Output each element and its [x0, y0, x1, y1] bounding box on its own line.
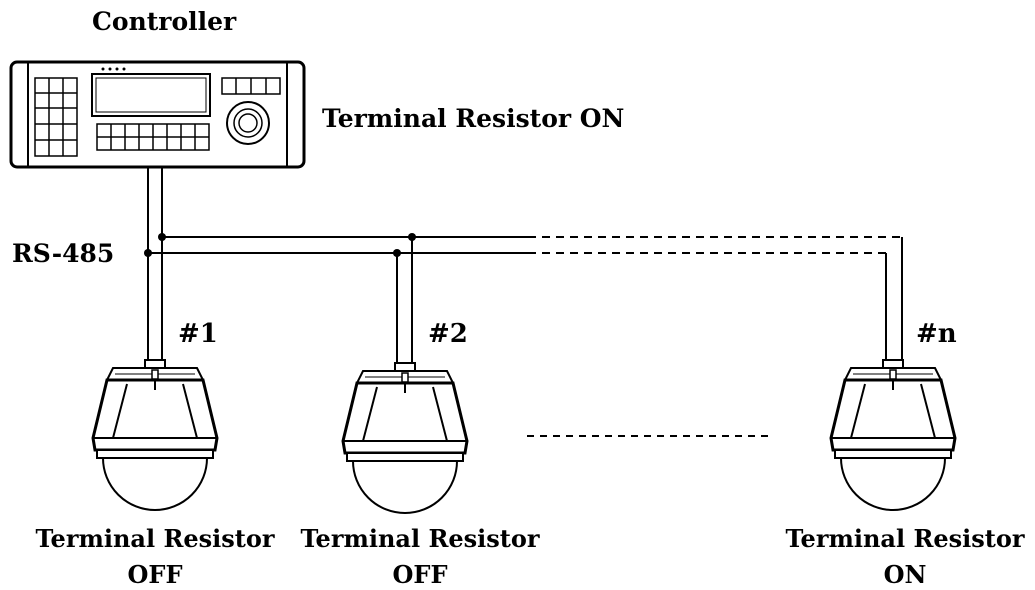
- dome-camera-icon: [91, 358, 219, 512]
- joystick-icon: [226, 101, 270, 145]
- bus-junction-dots: [144, 233, 416, 257]
- dome-camera-icon: [341, 361, 469, 515]
- camera-n-id: #n: [916, 319, 957, 349]
- rs485-bus-wiring: [147, 167, 903, 365]
- camera-2-id: #2: [428, 319, 468, 349]
- camera-2: #2 Terminal Resistor OFF: [300, 319, 539, 589]
- controller-keypad: [34, 77, 78, 157]
- camera-1: #1 Terminal Resistor OFF: [35, 319, 274, 589]
- camera-1-resistor-line2: OFF: [128, 560, 183, 589]
- camera-1-resistor-line1: Terminal Resistor: [35, 524, 274, 553]
- dome-camera-icon: [829, 358, 957, 512]
- controller-title: Controller: [92, 7, 237, 36]
- camera-n: #n Terminal Resistor ON: [785, 319, 1024, 589]
- camera-2-resistor-line1: Terminal Resistor: [300, 524, 539, 553]
- camera-n-resistor-line1: Terminal Resistor: [785, 524, 1024, 553]
- camera-n-resistor-line2: ON: [884, 560, 927, 589]
- controller-display: [91, 73, 211, 117]
- controller-button-row: [96, 123, 210, 151]
- camera-2-resistor-line2: OFF: [393, 560, 448, 589]
- bus-label: RS-485: [12, 239, 114, 268]
- controller-device: [9, 60, 306, 169]
- controller-resistor-label: Terminal Resistor ON: [322, 104, 624, 133]
- camera-1-id: #1: [178, 319, 218, 349]
- controller-function-buttons: [221, 77, 281, 95]
- controller-leds: [101, 67, 126, 71]
